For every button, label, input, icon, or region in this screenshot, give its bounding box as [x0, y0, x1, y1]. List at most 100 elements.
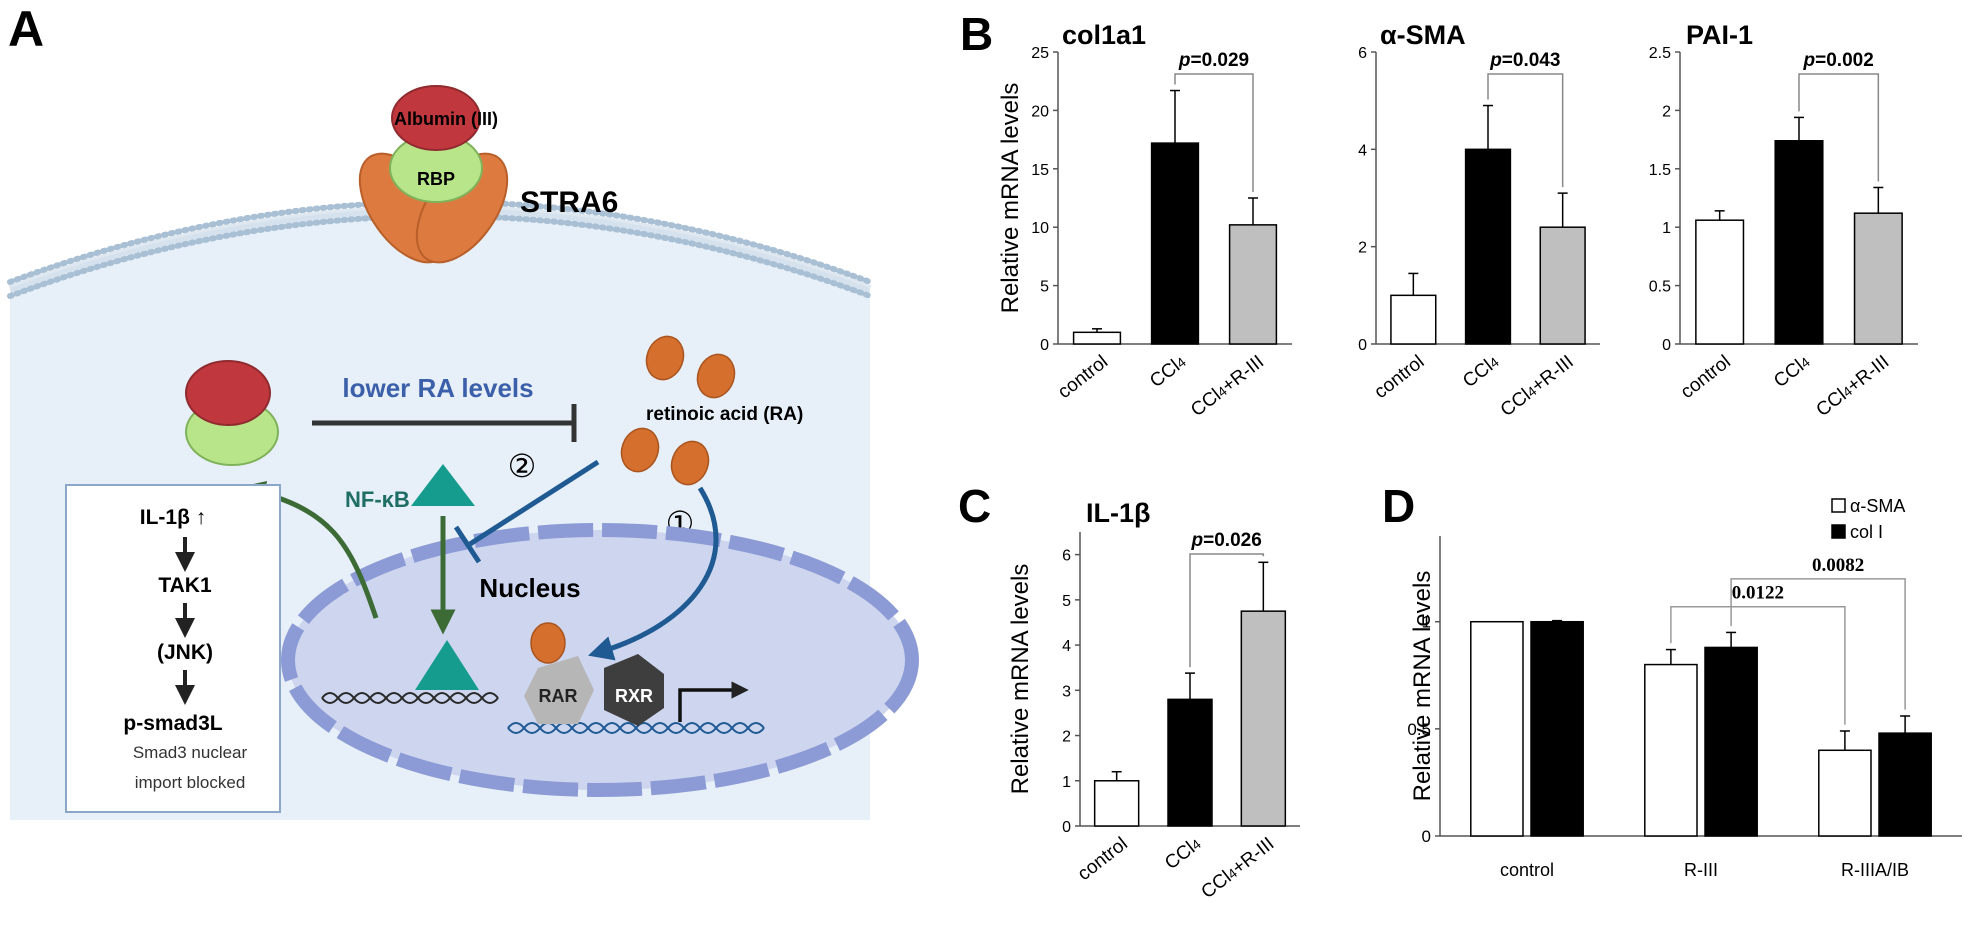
cascade-tak1: TAK1: [158, 574, 212, 597]
y-tick-label: 5: [1040, 279, 1049, 296]
bar: [1853, 212, 1903, 345]
significance-bracket: [1174, 73, 1254, 192]
y-tick-label: 6: [1062, 548, 1071, 565]
y-tick-label: 5: [1062, 593, 1071, 610]
legend-swatch: [1831, 524, 1846, 539]
bar: [1704, 646, 1758, 837]
y-tick-label: 1: [1062, 774, 1071, 791]
y-tick-label: 1: [1662, 220, 1671, 237]
rar-label: RAR: [539, 686, 578, 706]
y-tick-label: 1: [1422, 613, 1431, 632]
p-value: 0.0122: [1732, 583, 1784, 604]
bar: [1539, 226, 1586, 345]
y-tick-label: 2: [1062, 729, 1071, 746]
y-tick-label: 0: [1040, 337, 1049, 354]
panel-letter: C: [958, 480, 991, 532]
bar: [1240, 610, 1287, 827]
bar: [1228, 224, 1278, 345]
bar: [1150, 142, 1200, 345]
x-tick-label: R-IIIA/IB: [1841, 860, 1909, 880]
x-tick-label: CCl4: [1161, 833, 1205, 874]
y-axis-label: Relative mRNA levels: [997, 83, 1024, 314]
nucleus-label: Nucleus: [479, 573, 580, 603]
ra-label: retinoic acid (RA): [646, 404, 803, 425]
y-tick-label: 20: [1031, 103, 1049, 120]
x-tick-label: CCl4+R-III: [1497, 351, 1578, 421]
y-tick-label: 1.5: [1649, 162, 1671, 179]
ra-to-nucleus-arrow: [588, 486, 719, 661]
bar: [1072, 331, 1122, 345]
x-tick-label: CCl4: [1459, 351, 1503, 392]
significance-bracket: [1189, 553, 1265, 668]
nfkb-triangle: [411, 464, 475, 506]
nfkb-bound-triangle: [415, 640, 479, 690]
p-value: p=0.029: [1178, 50, 1249, 71]
rxr-label: RXR: [615, 686, 653, 706]
p-value: p=0.043: [1489, 50, 1560, 71]
panel-letter: D: [1382, 480, 1415, 532]
cascade-note-2: import blocked: [135, 773, 246, 792]
y-tick-label: 4: [1358, 142, 1367, 159]
p-value: p=0.026: [1191, 530, 1262, 551]
y-tick-label: 10: [1031, 220, 1049, 237]
y-tick-label: 4: [1062, 638, 1071, 655]
cascade-psmad3l: p-smad3L: [123, 712, 222, 735]
chart-title: IL-1β: [1086, 498, 1150, 528]
bar: [1464, 148, 1512, 345]
x-tick-label: control: [1074, 833, 1132, 885]
y-tick-label: 2: [1662, 103, 1671, 120]
y-tick-label: 0: [1062, 819, 1071, 836]
legend-label: col I: [1850, 522, 1883, 542]
significance-bracket: [1487, 73, 1564, 188]
albumin-label: Albumin (III): [394, 109, 498, 129]
lower-ra-label: lower RA levels: [342, 373, 533, 403]
x-tick-label: control: [1500, 860, 1554, 880]
y-tick-label: 25: [1031, 45, 1049, 62]
bar: [1093, 780, 1140, 827]
y-tick-label: 2: [1358, 240, 1367, 257]
stra6-label: STRA6: [520, 186, 618, 219]
bar: [1695, 219, 1745, 345]
ra-inhibits-nfkb-bar: [453, 525, 482, 564]
y-tick-label: 2.5: [1649, 45, 1671, 62]
p-value: p=0.002: [1803, 50, 1874, 71]
transcription-arrow: [678, 681, 749, 722]
chart-title: α-SMA: [1380, 20, 1466, 50]
x-tick-label: control: [1677, 351, 1735, 403]
x-tick-label: control: [1054, 351, 1112, 403]
step-two-marker: ②: [508, 448, 537, 484]
bar: [1774, 140, 1824, 345]
x-tick-label: CCl4+R-III: [1198, 833, 1279, 903]
albumin-intracellular: [185, 360, 271, 426]
chart-title: PAI-1: [1686, 20, 1753, 50]
x-tick-label: CCl4: [1770, 351, 1814, 392]
cascade-il1b: IL-1β ↑: [140, 506, 207, 529]
y-tick-label: 0.5: [1407, 720, 1431, 739]
y-tick-label: 6: [1358, 45, 1367, 62]
nfkb-label: NF-κB: [345, 487, 410, 512]
bar: [1470, 620, 1524, 837]
panel-letter: B: [960, 8, 993, 60]
rar-shape: [524, 656, 594, 724]
albumin-shape: [391, 85, 481, 151]
x-tick-label: CCl4: [1146, 351, 1190, 392]
rxr-shape: [604, 654, 664, 726]
cascade-box: [65, 484, 281, 813]
bar: [1878, 732, 1932, 837]
y-tick-label: 15: [1031, 162, 1049, 179]
y-tick-label: 0.5: [1649, 279, 1671, 296]
y-axis-label: Relative mRNA levels: [1007, 564, 1034, 795]
bar: [1530, 620, 1584, 837]
bar: [1644, 663, 1698, 837]
panel-a-letter: A: [8, 1, 44, 57]
retinoic-acid-molecules: [620, 335, 736, 486]
panel-a: A STRA6 RBP Albumin (III) lower RA level…: [7, 1, 919, 820]
x-tick-label: CCl4+R-III: [1813, 351, 1894, 421]
bar: [1818, 749, 1872, 837]
